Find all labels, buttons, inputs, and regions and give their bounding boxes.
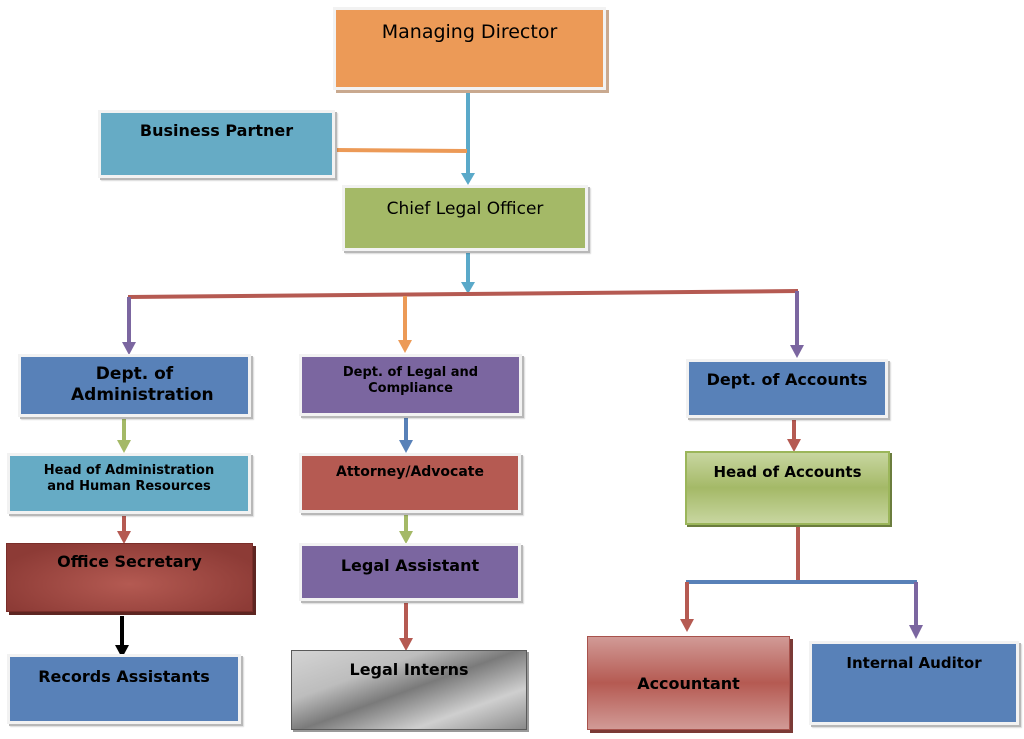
edge-bus-to-dept-admin — [122, 297, 136, 355]
node-dept-accounts: Dept. of Accounts — [686, 359, 888, 418]
node-head-accounts: Head of Accounts — [685, 451, 890, 525]
edge-md-to-clo — [461, 90, 475, 185]
edge-office-secretary-to-records — [115, 616, 129, 658]
node-label: Records Assistants — [38, 667, 210, 686]
edge-clo-to-bus — [461, 251, 475, 294]
node-label: Accountant — [637, 674, 740, 693]
node-legal-interns: Legal Interns — [291, 650, 527, 730]
edge-bus-to-dept-legal — [398, 296, 412, 353]
node-label: Head of Accounts — [713, 463, 862, 481]
node-label: Managing Director — [381, 21, 558, 43]
node-attorney-advocate: Attorney/Advocate — [299, 453, 521, 513]
node-accountant: Accountant — [587, 636, 790, 730]
node-label: Business Partner — [139, 121, 294, 140]
node-internal-auditor: Internal Auditor — [809, 641, 1019, 725]
node-label: Dept. of Accounts — [706, 370, 868, 389]
node-label: Chief Legal Officer — [386, 199, 544, 219]
edge-legal-assistant-to-interns — [399, 601, 413, 651]
edge-bus-to-dept-accounts — [790, 291, 804, 358]
edge-bp-to-clo — [334, 148, 468, 153]
node-label: Legal Assistant — [340, 556, 480, 575]
node-label: Internal Auditor — [846, 654, 982, 672]
node-dept-administration: Dept. of Administration — [18, 354, 251, 417]
node-label: Attorney/Advocate — [336, 464, 484, 480]
node-label: Office Secretary — [57, 552, 202, 571]
edge-attorney-to-legal-assistant — [399, 513, 413, 544]
node-label: Dept. of Legal and Compliance — [342, 365, 479, 397]
node-label: Head of Administration and Human Resourc… — [43, 463, 215, 495]
node-records-assistants: Records Assistants — [7, 654, 241, 724]
edge-split-to-internal-auditor — [909, 582, 923, 639]
edge-head-admin-to-office-secretary — [117, 514, 131, 544]
node-office-secretary: Office Secretary — [6, 543, 253, 612]
node-business-partner: Business Partner — [98, 110, 335, 178]
node-legal-assistant: Legal Assistant — [299, 543, 521, 601]
node-head-admin-hr: Head of Administration and Human Resourc… — [7, 453, 251, 514]
node-chief-legal-officer: Chief Legal Officer — [342, 185, 588, 251]
node-label: Dept. of Administration — [71, 364, 214, 406]
node-managing-director: Managing Director — [333, 7, 606, 90]
edge-dept-admin-to-head-admin — [117, 417, 131, 453]
edge-split-to-accountant — [680, 582, 694, 632]
edge-dept-legal-to-attorney — [399, 416, 413, 453]
edge-dept-accounts-to-head-accounts — [787, 418, 801, 452]
node-dept-legal-compliance: Dept. of Legal and Compliance — [299, 354, 522, 416]
node-label: Legal Interns — [349, 660, 469, 679]
edge-bus-horizontal — [127, 289, 799, 299]
